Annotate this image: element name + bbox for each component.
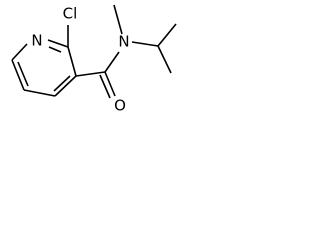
bond-carbonyl-o-double — [99, 74, 111, 99]
bond-c6-n1 — [11, 43, 28, 61]
bond-c2-n1-inner — [48, 46, 62, 53]
bond-c5-c6-inner — [17, 61, 29, 87]
bond-isopropyl-methyl-a — [157, 23, 177, 47]
bond-isopropyl-methyl-b — [157, 45, 172, 74]
bond-n-isopropyl — [131, 41, 159, 47]
atom-ring-nitrogen-label: N — [31, 32, 42, 50]
bond-carbonyl-n — [104, 51, 120, 73]
bond-c3-c4-inner — [53, 75, 71, 92]
atom-oxygen-label: O — [114, 97, 126, 115]
bond-c3-carbonyl — [75, 71, 106, 77]
atom-amide-nitrogen-label: N — [118, 33, 129, 51]
bond-n1-c2 — [47, 39, 69, 48]
bond-c4-c5 — [23, 89, 56, 97]
bond-c5-c6 — [11, 59, 25, 91]
atom-chlorine-label: Cl — [63, 5, 78, 23]
molecule-structure: Cl N N O — [11, 4, 177, 115]
bond-n-methyl — [113, 4, 123, 35]
bond-c3-c4 — [54, 75, 77, 97]
bond-carbonyl-o — [104, 71, 116, 97]
bond-c2-c3 — [67, 46, 77, 77]
